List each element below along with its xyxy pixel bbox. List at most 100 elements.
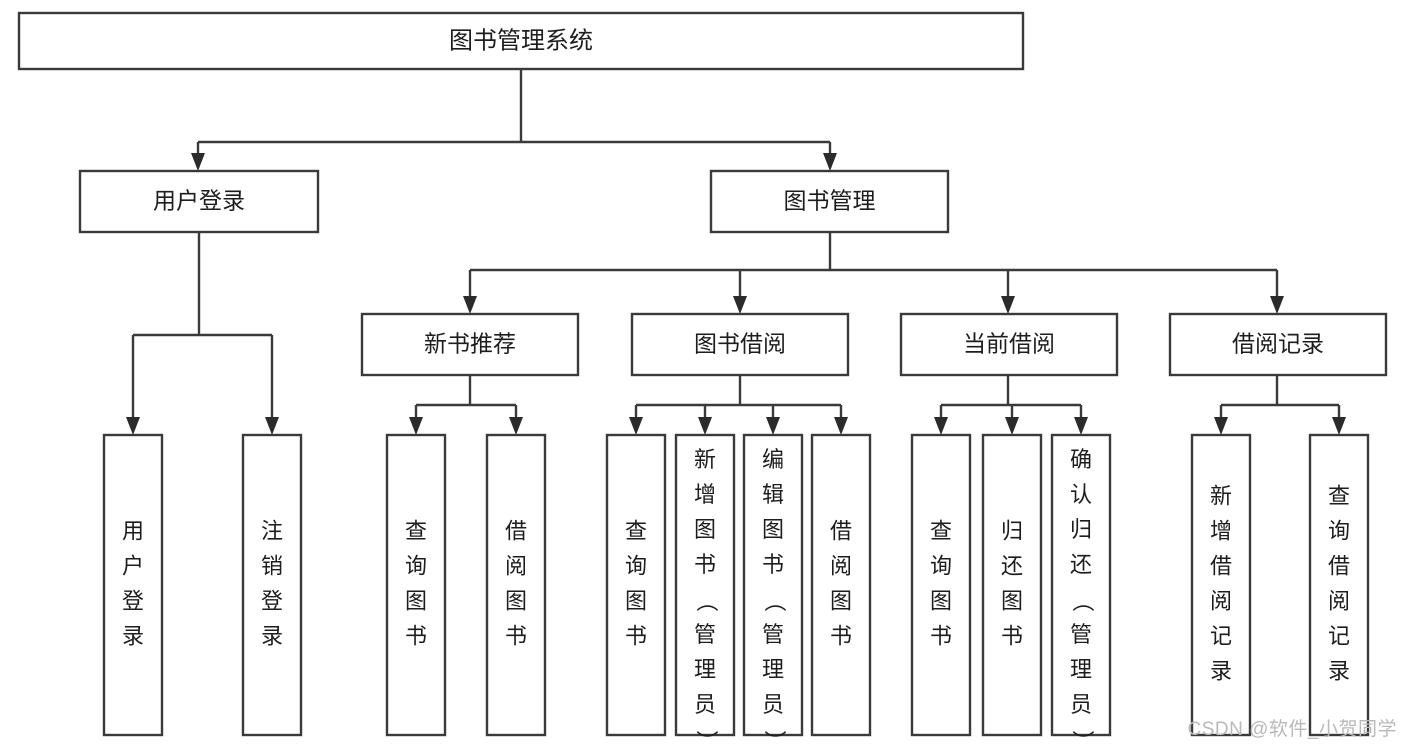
svg-text:询: 询 (625, 553, 647, 578)
svg-text:阅: 阅 (505, 553, 527, 578)
node-current-borrow-label: 当前借阅 (963, 331, 1055, 357)
connector-layer (126, 69, 1346, 435)
svg-text:用: 用 (122, 518, 144, 543)
node-user-login[interactable]: 用户登录 (78, 169, 320, 234)
node-root[interactable]: 图书管理系统 (17, 11, 1025, 71)
leaf-user-login[interactable]: 用户登录 (102, 433, 164, 737)
svg-text:新: 新 (694, 447, 716, 472)
svg-text:图: 图 (405, 588, 427, 613)
svg-text:归: 归 (1070, 517, 1092, 542)
svg-text:理: 理 (762, 657, 784, 682)
svg-text:登: 登 (122, 588, 144, 613)
svg-text:记: 记 (1210, 623, 1232, 648)
conn-user-login-to-leaves (126, 232, 279, 435)
node-new-book-recommend-label: 新书推荐 (424, 331, 516, 357)
node-book-manage[interactable]: 图书管理 (709, 169, 950, 234)
svg-text:录: 录 (261, 623, 283, 648)
svg-text:图: 图 (830, 588, 852, 613)
svg-text:确: 确 (1070, 447, 1092, 472)
svg-text:登: 登 (261, 588, 283, 613)
csdn-watermark: CSDN @软件_小贺同学 (1187, 719, 1397, 740)
svg-text:（: （ (694, 590, 719, 612)
svg-text:图: 图 (625, 588, 647, 613)
svg-text:户: 户 (122, 553, 144, 578)
svg-text:还: 还 (1070, 552, 1092, 577)
svg-text:书: 书 (694, 552, 716, 577)
svg-text:书: 书 (625, 623, 647, 648)
svg-text:增: 增 (694, 482, 716, 507)
conn-book-borrow-to-leaves (629, 375, 848, 435)
node-book-borrow-label: 图书借阅 (694, 331, 786, 357)
svg-text:阅: 阅 (830, 553, 852, 578)
node-borrow-record[interactable]: 借阅记录 (1168, 312, 1388, 377)
svg-text:（: （ (1070, 590, 1095, 612)
conn-root-to-level2 (191, 69, 837, 171)
svg-text:增: 增 (1210, 518, 1232, 543)
svg-text:图: 图 (762, 517, 784, 542)
svg-text:书: 书 (505, 623, 527, 648)
svg-text:书: 书 (930, 623, 952, 648)
svg-text:编: 编 (762, 447, 784, 472)
svg-text:）: ） (762, 730, 787, 747)
svg-text:书: 书 (405, 623, 427, 648)
svg-text:还: 还 (1001, 553, 1023, 578)
svg-text:询: 询 (930, 553, 952, 578)
svg-text:管: 管 (694, 622, 716, 647)
svg-text:借: 借 (505, 518, 527, 543)
svg-text:管: 管 (1070, 622, 1092, 647)
svg-text:阅: 阅 (1328, 588, 1350, 613)
svg-text:询: 询 (1328, 518, 1350, 543)
node-book-borrow[interactable]: 图书借阅 (630, 312, 850, 377)
svg-text:图: 图 (505, 588, 527, 613)
conn-borrow-record-to-leaves (1214, 375, 1346, 435)
svg-text:查: 查 (930, 518, 952, 543)
svg-text:借: 借 (830, 518, 852, 543)
svg-text:）: ） (694, 730, 719, 747)
svg-text:理: 理 (1070, 657, 1092, 682)
svg-text:认: 认 (1070, 482, 1092, 507)
node-new-book-recommend[interactable]: 新书推荐 (360, 312, 580, 377)
svg-text:查: 查 (1328, 483, 1350, 508)
svg-text:图: 图 (930, 588, 952, 613)
svg-text:归: 归 (1001, 518, 1023, 543)
svg-text:书: 书 (762, 552, 784, 577)
svg-text:借: 借 (1210, 553, 1232, 578)
svg-text:阅: 阅 (1210, 588, 1232, 613)
svg-text:录: 录 (122, 623, 144, 648)
svg-text:员: 员 (762, 692, 784, 717)
svg-text:查: 查 (405, 518, 427, 543)
svg-text:理: 理 (694, 657, 716, 682)
svg-text:员: 员 (694, 692, 716, 717)
node-current-borrow[interactable]: 当前借阅 (899, 312, 1119, 377)
svg-text:录: 录 (1210, 658, 1232, 683)
conn-current-borrow-to-leaves (934, 375, 1088, 435)
svg-text:图: 图 (1001, 588, 1023, 613)
svg-text:询: 询 (405, 553, 427, 578)
svg-text:图: 图 (694, 517, 716, 542)
